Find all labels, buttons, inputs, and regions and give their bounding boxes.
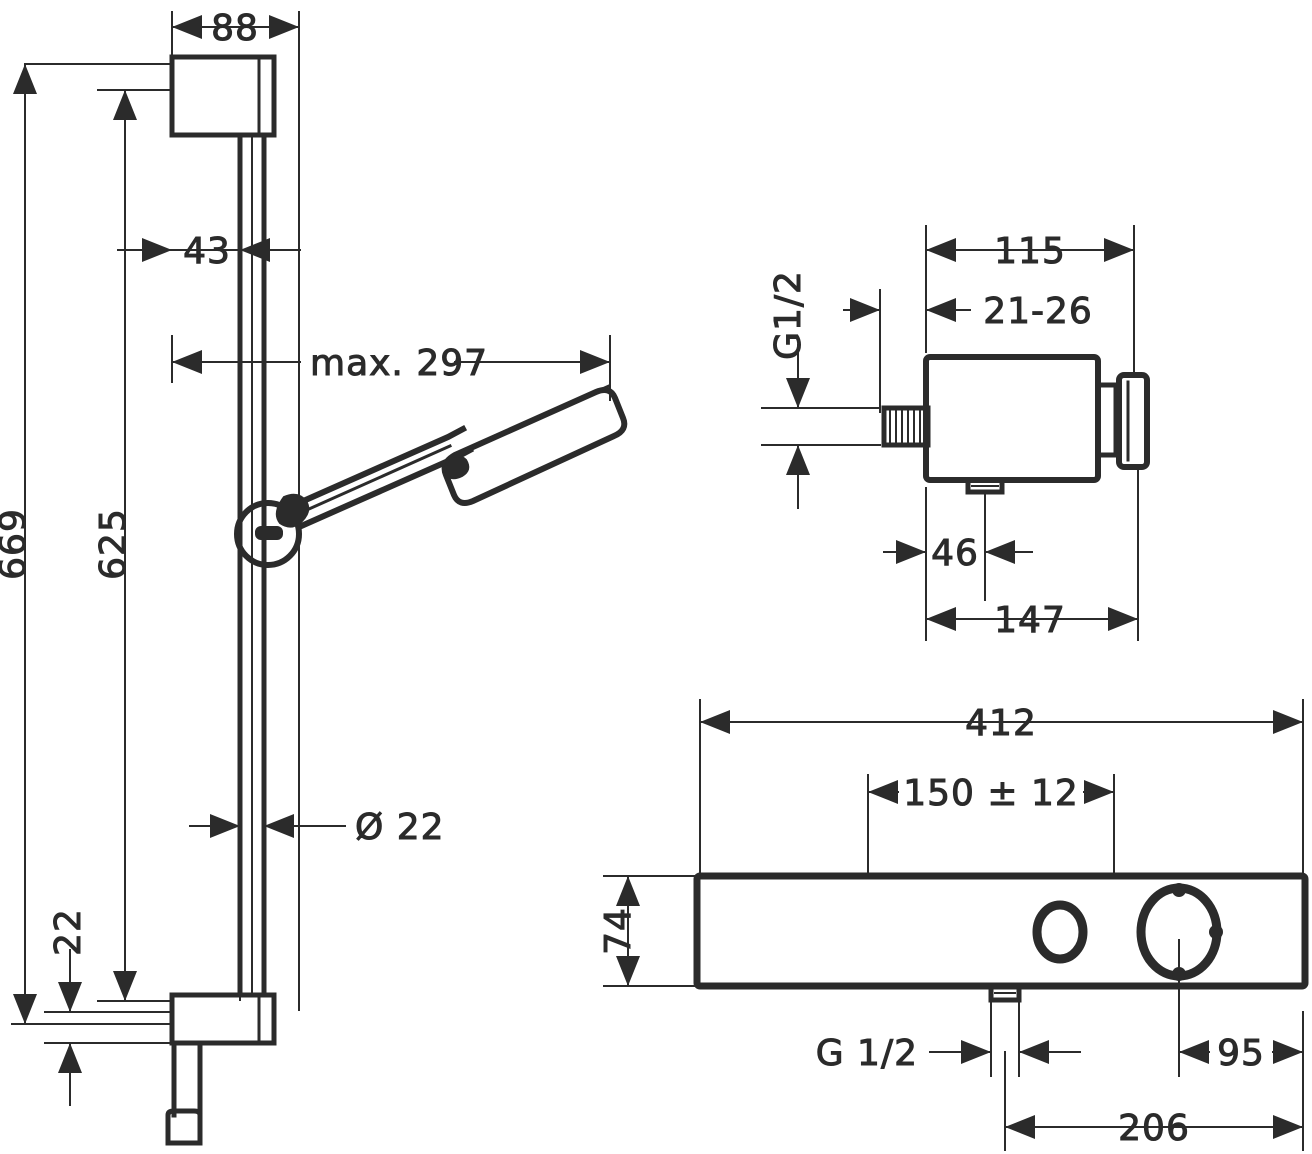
dim-label-88: 88 [211, 8, 259, 49]
rail-bottom-bracket [169, 992, 277, 1046]
dim-label-46: 46 [931, 533, 979, 574]
thermostat-temperature-handle [1136, 883, 1223, 981]
valve-inlet-thread-geom [881, 405, 931, 448]
dim-625 [97, 89, 173, 1002]
dim-147 [925, 469, 1139, 641]
dim-22-bottom [44, 949, 173, 1106]
valve-body [923, 354, 1101, 483]
dim-46 [883, 487, 1033, 601]
dim-g12-bar [929, 999, 1081, 1077]
view-valve-side: 115 21-26 G1/2 46 [761, 225, 1150, 642]
dim-label-74: 74 [598, 907, 639, 955]
dim-label-21-26: 21-26 [983, 291, 1093, 332]
dim-412 [699, 699, 1304, 874]
dim-206 [1004, 1051, 1304, 1151]
dim-label-412: 412 [965, 703, 1037, 744]
dim-label-95: 95 [1217, 1033, 1265, 1074]
dim-dia-22 [189, 814, 346, 838]
dim-label-115: 115 [994, 231, 1066, 272]
dim-label-dia-22: Ø 22 [355, 807, 445, 848]
dim-88 [171, 11, 300, 1011]
dim-43 [117, 224, 301, 1001]
view-shower-rail: 88 669 625 43 [0, 8, 628, 1146]
shower-hose [165, 1040, 203, 1146]
valve-handle-cap [1095, 372, 1150, 470]
dim-150-pm-12 [867, 774, 1115, 873]
bar-bottom-outlet [988, 983, 1022, 1003]
dim-g12-valve [761, 344, 881, 509]
dim-label-625: 625 [93, 508, 134, 580]
dim-115 [925, 225, 1135, 375]
dim-74 [603, 875, 698, 987]
dim-669 [11, 63, 173, 1025]
dim-max-297 [171, 335, 611, 401]
dim-label-max-297: max. 297 [310, 343, 488, 384]
dim-label-g12-bar: G 1/2 [816, 1033, 918, 1074]
thermostat-select-button [1032, 900, 1088, 964]
hand-shower [275, 384, 628, 531]
view-thermostat-front: 412 150 ± 12 74 G 1/2 [598, 699, 1309, 1151]
dim-label-g12-valve: G1/2 [768, 270, 809, 360]
dim-label-206: 206 [1118, 1108, 1190, 1149]
dim-label-150-pm-12: 150 ± 12 [903, 773, 1079, 814]
dim-21-26 [843, 289, 971, 413]
rail-top-bracket [169, 54, 277, 138]
dim-label-22-bottom: 22 [48, 908, 89, 956]
dim-label-669: 669 [0, 508, 34, 580]
dim-label-43: 43 [183, 231, 231, 272]
dim-label-147: 147 [994, 600, 1066, 641]
valve-bottom-outlet [965, 477, 1005, 495]
